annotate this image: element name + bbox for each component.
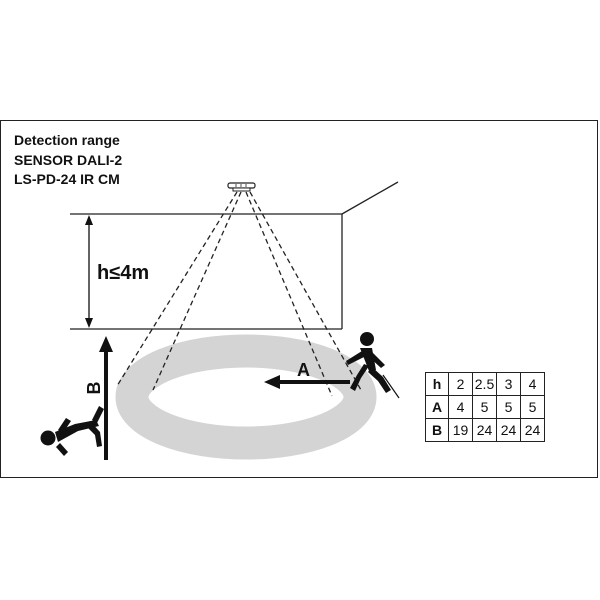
table-row-a: A 4 5 5 5	[425, 395, 545, 419]
cone-inner-left	[152, 191, 242, 391]
table-cell: 5	[520, 395, 545, 419]
table-row-header: B	[425, 418, 449, 442]
walking-person-icon	[346, 332, 400, 399]
tangential-arrow	[99, 336, 113, 460]
table-row-header: h	[425, 372, 449, 396]
title-line-2: SENSOR DALI-2	[14, 151, 123, 168]
title-line-3: LS-PD-24 IR CM	[14, 171, 120, 187]
table-cell: 19	[448, 418, 473, 442]
table-cell: 5	[472, 395, 497, 419]
cone-outer-right	[249, 191, 362, 391]
table-row-header: A	[425, 395, 449, 419]
height-dimension	[85, 215, 93, 328]
table-cell: 24	[520, 418, 545, 442]
table-cell: 4	[448, 395, 473, 419]
table-cell: 24	[496, 418, 521, 442]
cone-inner-right	[245, 191, 333, 397]
ceiling-sensor-icon	[227, 182, 256, 192]
table-row-b: B 19 24 24 24	[425, 418, 545, 442]
detection-cone	[116, 191, 362, 397]
table-cell: 4	[520, 372, 545, 396]
table-cell: 24	[472, 418, 497, 442]
diagram-frame	[0, 120, 598, 478]
table-cell: 5	[496, 395, 521, 419]
cone-outer-left	[116, 191, 238, 387]
diagram-title: Detection range SENSOR DALI-2 LS-PD-24 I…	[14, 131, 122, 190]
table-cell: 2	[448, 372, 473, 396]
detection-range-table: h 2 2.5 3 4 A 4 5 5 5 B 19 24 24 24	[425, 372, 545, 442]
table-row-h: h 2 2.5 3 4	[425, 372, 545, 396]
radial-label: A	[297, 360, 310, 380]
walking-person-left-icon	[40, 406, 104, 456]
title-line-1: Detection range	[14, 132, 120, 148]
height-label: h≤4m	[97, 262, 149, 284]
ceiling-perspective-line	[341, 181, 399, 215]
detection-ring	[115, 334, 377, 460]
table-cell: 2.5	[472, 372, 497, 396]
table-cell: 3	[496, 372, 521, 396]
room-outline	[70, 181, 399, 330]
radial-arrow	[264, 375, 350, 389]
tangential-label: B	[84, 382, 104, 395]
